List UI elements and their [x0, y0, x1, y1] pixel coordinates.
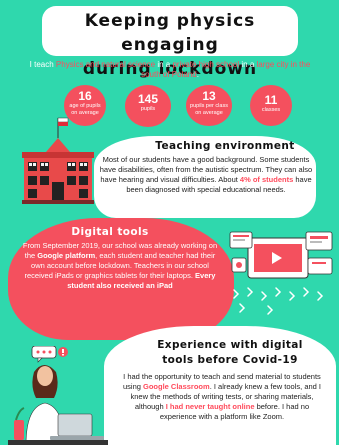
experience-heading-line-2: tools before Covid-19 — [162, 354, 298, 366]
teacher-at-laptop-icon — [8, 346, 108, 445]
stat-value: 16 — [78, 89, 92, 103]
experience-heading: Experience with digital tools before Cov… — [130, 338, 330, 368]
digital-tools-text: From September 2019, our school was alre… — [20, 241, 220, 291]
digital-highlight: Every student also received an iPad — [67, 271, 216, 290]
experience-highlight: Google Classroom — [143, 382, 210, 391]
digital-text-part: From September 2019, our school was alre… — [22, 241, 218, 260]
teaching-text-part: have been diagnosed with special educati… — [126, 175, 312, 194]
intro-part: in a — [239, 60, 257, 69]
intro-text: I teach Physics and natural science in a… — [22, 60, 318, 80]
teaching-environment-heading: Teaching environment — [155, 140, 295, 152]
experience-text-part: I had the opportunity to teach and send … — [122, 372, 321, 391]
intro-part: . — [196, 70, 199, 79]
experience-text-part: . I already knew a few tools, and I knew… — [130, 382, 322, 411]
stat-value: 13 — [202, 89, 216, 103]
intro-subject: Physics and natural science — [55, 60, 156, 69]
stat-label: classes — [261, 107, 281, 113]
stat-bubble-age: 16 age of pupils on average — [64, 85, 106, 126]
school-building-icon — [22, 117, 94, 204]
intro-part: I teach — [29, 60, 56, 69]
stat-bubble-class-size: 13 pupils per class on average — [186, 85, 232, 126]
title-box: Keeping physics engaging during lockdown — [42, 6, 298, 79]
digital-tools-heading: Digital tools — [71, 226, 149, 238]
intro-school-type: private high school — [172, 60, 240, 69]
stat-label: pupils — [140, 106, 156, 112]
intro-part: in a — [155, 60, 173, 69]
stat-bubble-pupils: 145 pupils — [125, 85, 171, 127]
stat-value: 11 — [264, 93, 278, 107]
experience-heading-line-1: Experience with digital — [157, 339, 303, 351]
teaching-highlight: 4% of students — [239, 175, 294, 184]
title-line-2: during lockdown — [82, 59, 258, 79]
teaching-environment-text: Most of our students have a good backgro… — [98, 155, 314, 195]
stat-label: age of pupils on average — [69, 103, 101, 116]
stat-value: 145 — [137, 92, 159, 106]
digital-text-part: , each student and teacher had their own… — [24, 251, 216, 280]
teaching-environment-card — [94, 136, 316, 218]
teaching-text-part: Most of our students have a good backgro… — [99, 155, 313, 184]
stat-label: pupils per class on average — [190, 103, 228, 116]
experience-text: I had the opportunity to teach and send … — [116, 372, 328, 422]
digital-highlight: Google platform — [37, 251, 96, 260]
intro-location: large city in the south of Poland — [141, 60, 311, 79]
devices-illustration-icon — [229, 231, 333, 315]
experience-text-part: before. I had no experience with a platf… — [159, 402, 310, 421]
stat-bubble-classes: 11 classes — [250, 85, 292, 126]
title-line-1: Keeping physics engaging — [84, 11, 256, 55]
experience-card — [104, 326, 336, 445]
digital-tools-card — [8, 218, 234, 340]
experience-highlight: I had never taught online — [165, 402, 255, 411]
